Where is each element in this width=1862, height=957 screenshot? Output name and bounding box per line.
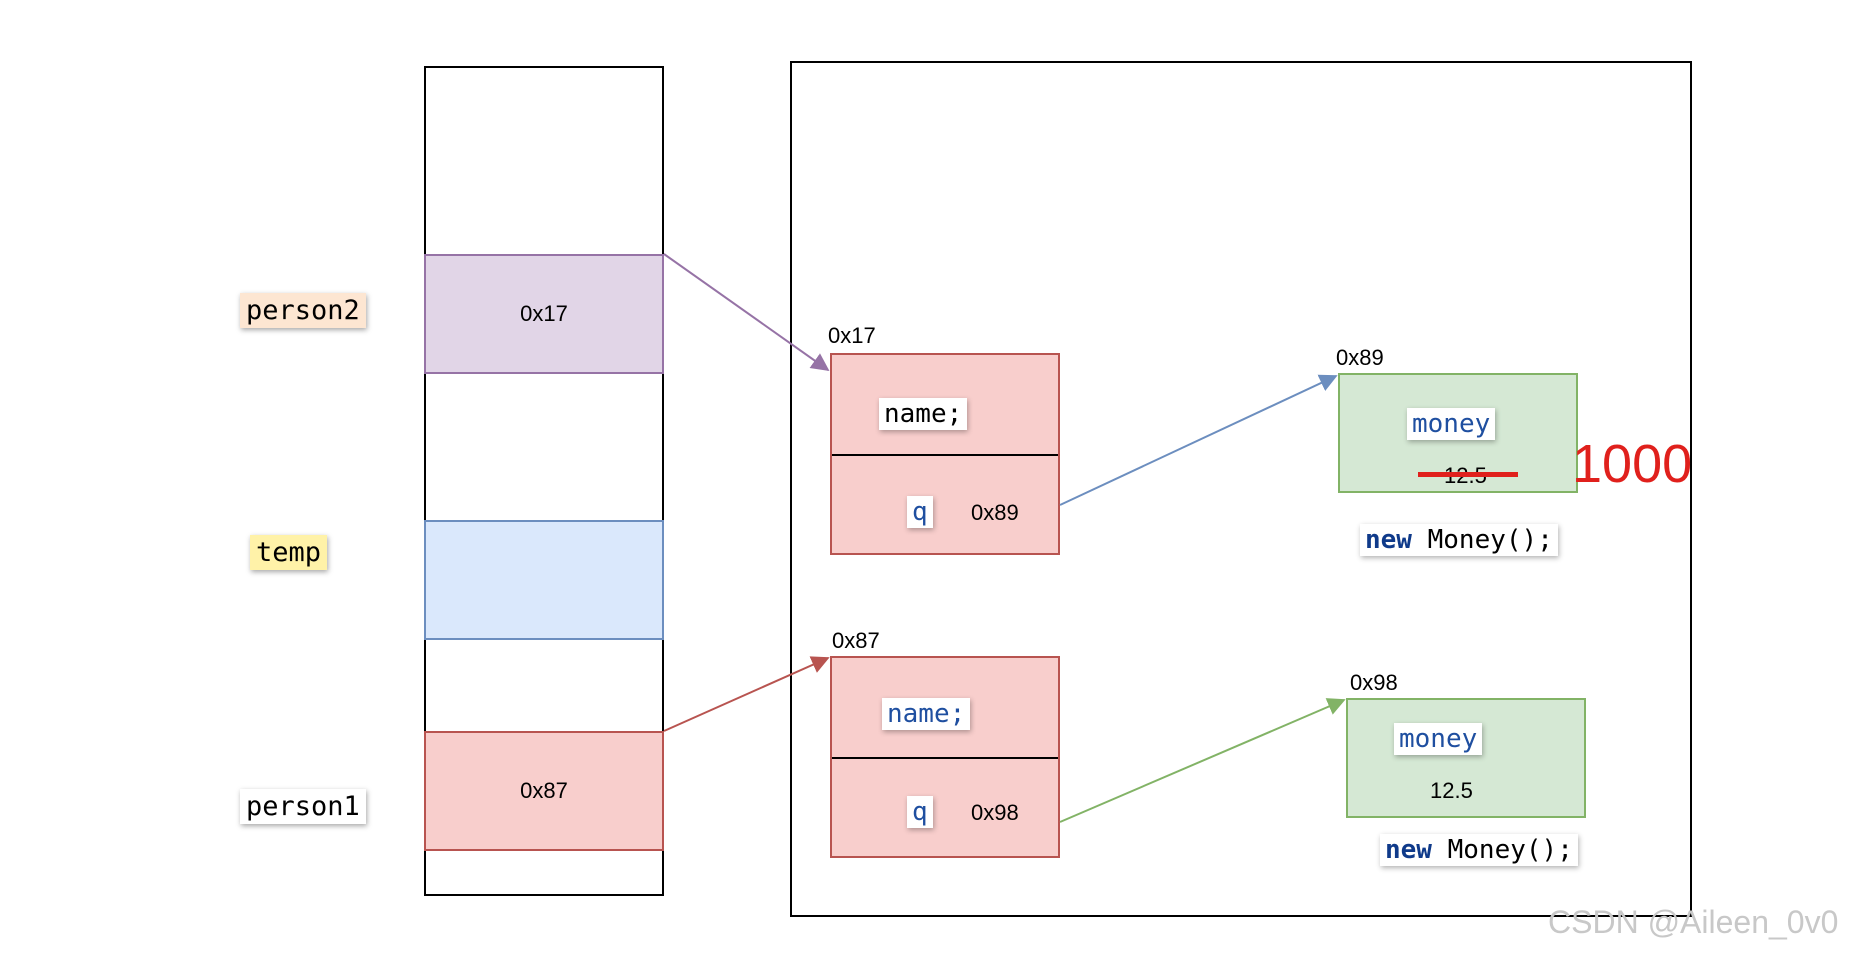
stack-slot-value: 0x87 [520,778,568,803]
arrow-q-to-money1 [1059,374,1338,506]
person-object [830,656,1060,858]
money-address: 0x89 [1336,345,1384,370]
constructor-call: new Money(); [1380,834,1578,866]
stack-slot-person2: 0x17 [424,254,664,374]
field-name: name; [879,398,968,430]
object-address: 0x17 [828,323,876,348]
heap-frame [790,61,1692,917]
object-address: 0x87 [832,628,880,653]
field-q-value: 0x98 [971,800,1019,825]
field-q: q [907,496,933,528]
money-value: 12.5 [1430,778,1473,803]
money-object [1346,698,1586,818]
stack-slot-value: 0x17 [520,301,568,326]
constructor-rest: Money(); [1431,835,1573,865]
field-name: name; [882,698,971,730]
money-address: 0x98 [1350,670,1398,695]
stack-slot-person1: 0x87 [424,731,664,851]
strikethrough-line [1418,472,1518,477]
stack-frame [424,66,664,896]
field-money: money [1407,408,1496,440]
field-money: money [1394,723,1483,755]
field-q-value: 0x89 [971,500,1019,525]
variable-label-temp: temp [250,535,328,570]
constructor-call: new Money(); [1360,524,1558,556]
keyword-new: new [1385,835,1432,865]
object-divider [832,454,1058,456]
field-q: q [907,796,933,828]
variable-label-person1: person1 [240,789,366,824]
constructor-rest: Money(); [1411,525,1553,555]
variable-label-person2: person2 [240,293,366,328]
watermark: CSDN @Aileen_0v0 [1548,904,1839,940]
arrow-person1-to-object [663,656,830,732]
arrow-person2-to-object [663,253,830,372]
keyword-new: new [1365,525,1412,555]
person-object [830,353,1060,555]
stack-slot-temp [424,520,664,640]
object-divider [832,757,1058,759]
arrow-q-to-money2 [1059,698,1346,823]
money-new-value: 1000 [1572,434,1693,494]
